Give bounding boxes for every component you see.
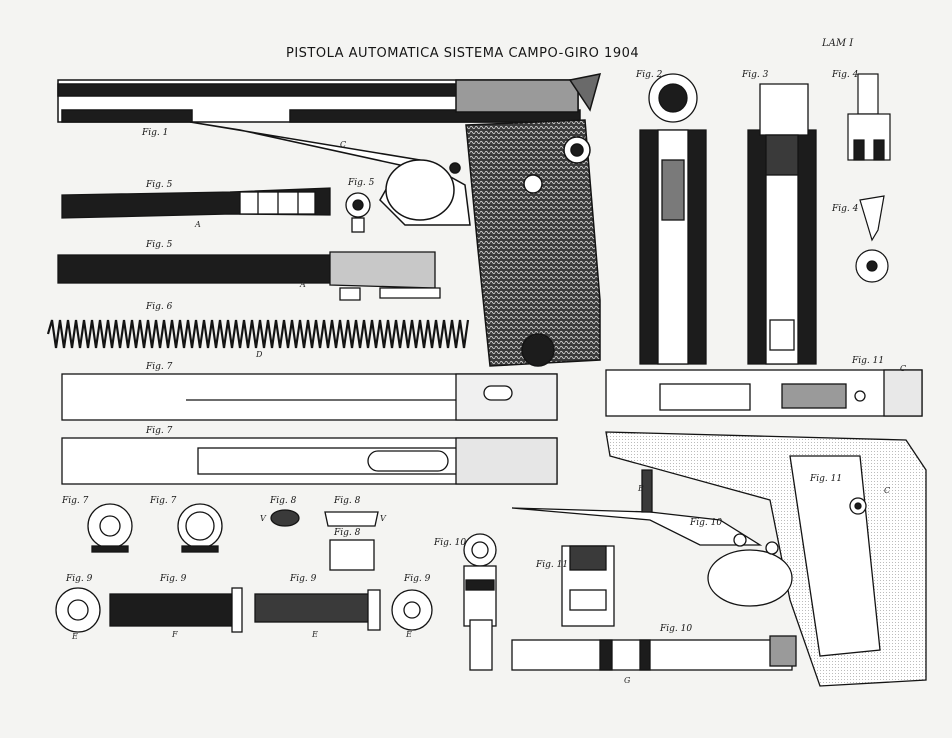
plate-number: LAM I xyxy=(822,38,854,49)
fig5-barrel-top xyxy=(61,187,371,233)
fig5-barrel-full xyxy=(57,251,441,301)
fig9b-label: Fig. 9 xyxy=(160,574,187,584)
fig7-rear-ring-a xyxy=(87,503,133,553)
fig11b-label: Fig. 11 xyxy=(810,474,843,484)
part-letter-g: G xyxy=(624,676,631,685)
part-letter-e-2: E xyxy=(312,630,318,639)
part-letter-c: C xyxy=(340,140,347,149)
fig3-label: Fig. 3 xyxy=(742,70,769,80)
fig10-trigger-bar xyxy=(511,469,793,607)
part-letter-a: A xyxy=(195,220,201,229)
fig11a-label: Fig. 11 xyxy=(852,356,885,366)
fig7-rear-ring-b xyxy=(177,503,223,553)
fig4a-label: Fig. 4 xyxy=(832,70,859,80)
fig10a-label: Fig. 10 xyxy=(434,538,467,548)
part-letter-v-2: V xyxy=(380,514,386,523)
fig1-pistol-side-view xyxy=(57,73,602,367)
part-letter-b: B xyxy=(638,484,644,493)
fig10c-label: Fig. 10 xyxy=(660,624,693,634)
fig7-slide-side xyxy=(61,373,558,421)
fig7a-label: Fig. 7 xyxy=(146,362,173,372)
fig4-firing-pin-parts xyxy=(847,73,891,283)
fig9d-label: Fig. 9 xyxy=(404,574,431,584)
fig9c-label: Fig. 9 xyxy=(290,574,317,584)
fig6-label: Fig. 6 xyxy=(146,302,173,312)
part-letter-c-3: C xyxy=(884,486,891,495)
part-letter-f: F xyxy=(172,630,178,639)
fig7d-label: Fig. 7 xyxy=(150,496,177,506)
fig5c-label: Fig. 5 xyxy=(146,240,173,250)
fig10-slide-bar xyxy=(511,635,797,671)
fig4b-label: Fig. 4 xyxy=(832,204,859,214)
fig8b-label: Fig. 8 xyxy=(334,496,361,506)
fig5b-label: Fig. 5 xyxy=(348,178,375,188)
fig3-section-view xyxy=(747,83,817,365)
fig8-parts xyxy=(270,509,379,571)
fig10-sear-part xyxy=(463,533,497,671)
part-letter-a-2: A xyxy=(300,280,306,289)
fig7b-label: Fig. 7 xyxy=(146,426,173,436)
fig1-label: Fig. 1 xyxy=(142,128,169,138)
fig11c-label: Fig. 11 xyxy=(536,560,569,570)
fig11-slide-assembly xyxy=(605,369,923,417)
fig8a-label: Fig. 8 xyxy=(270,496,297,506)
plate-title: PISTOLA AUTOMATICA SISTEMA CAMPO-GIRO 19… xyxy=(286,46,640,61)
part-letter-e-3: E xyxy=(406,630,412,639)
fig11-frame-side xyxy=(605,431,927,687)
fig10b-label: Fig. 10 xyxy=(690,518,723,528)
part-letter-e: E xyxy=(72,632,78,641)
fig9-parts xyxy=(55,587,433,633)
fig7-slide-top xyxy=(61,437,558,485)
fig11-extractor-part xyxy=(561,545,615,627)
part-letter-d: D xyxy=(256,350,263,359)
fig8c-label: Fig. 8 xyxy=(334,528,361,538)
part-letter-c-2: C xyxy=(900,364,907,373)
fig7c-label: Fig. 7 xyxy=(62,496,89,506)
fig5a-label: Fig. 5 xyxy=(146,180,173,190)
fig2-label: Fig. 2 xyxy=(636,70,663,80)
fig2-rear-view xyxy=(639,73,707,365)
part-letter-v: V xyxy=(260,514,266,523)
fig9a-label: Fig. 9 xyxy=(66,574,93,584)
fig6-recoil-spring xyxy=(46,319,470,349)
